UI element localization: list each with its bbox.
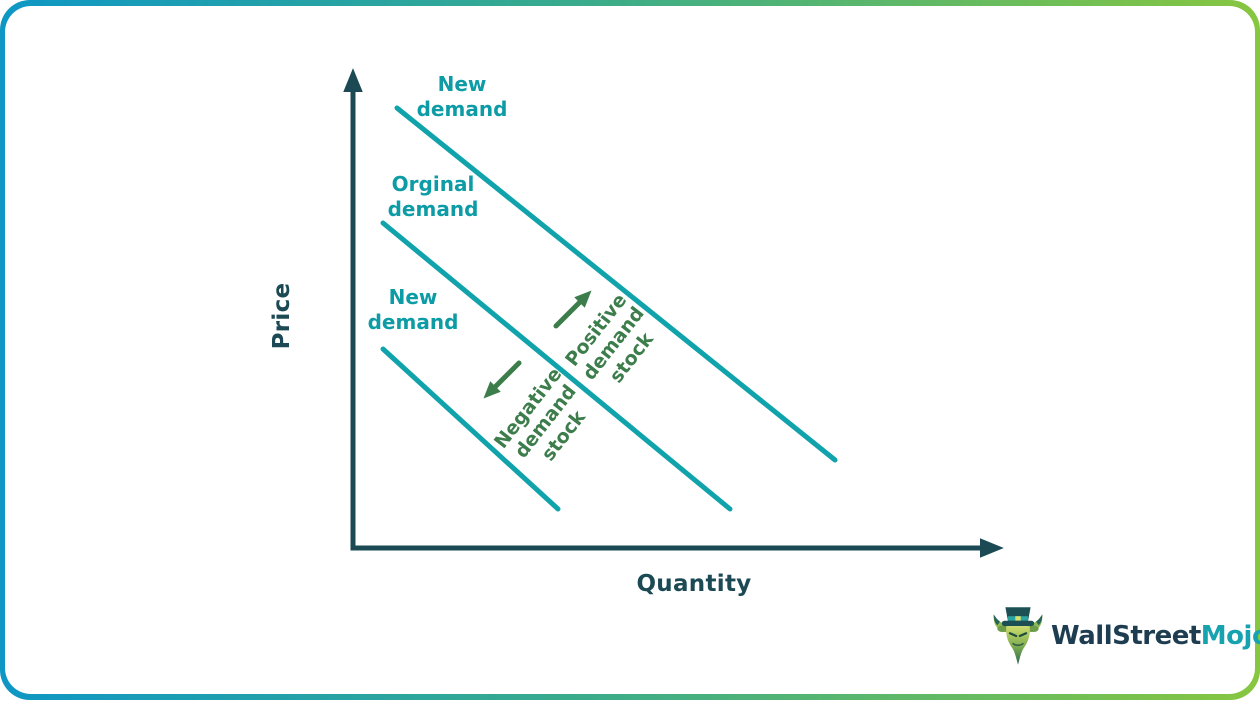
diagram-canvas: New demand Orginal demand New demand Pri… [5, 6, 1260, 694]
demand-shift-diagram [343, 68, 1004, 558]
wallstreetmojo-logo: WallStreetMojo [991, 603, 1260, 669]
y-axis-label: Price [269, 282, 295, 350]
curve-new-demand-left [380, 346, 561, 512]
logo-text: WallStreetMojo [1051, 621, 1260, 651]
negative-shift-arrow-icon [483, 360, 522, 399]
bull-mascot-icon [993, 607, 1043, 665]
price-quantity-axes [343, 68, 1004, 558]
logo-text-primary: WallStreet [1051, 621, 1201, 651]
curve-label-new-demand-bottom: New demand [367, 285, 459, 334]
curve-label-new-demand-top: New demand [416, 72, 508, 121]
curve-original-demand [380, 220, 733, 512]
curve-new-demand-right [394, 105, 838, 463]
curve-label-original-demand: Orginal demand [387, 172, 479, 221]
positive-shift-arrow-icon [553, 290, 592, 329]
logo-text-accent: Mojo [1200, 621, 1260, 651]
x-axis-label: Quantity [636, 571, 752, 597]
